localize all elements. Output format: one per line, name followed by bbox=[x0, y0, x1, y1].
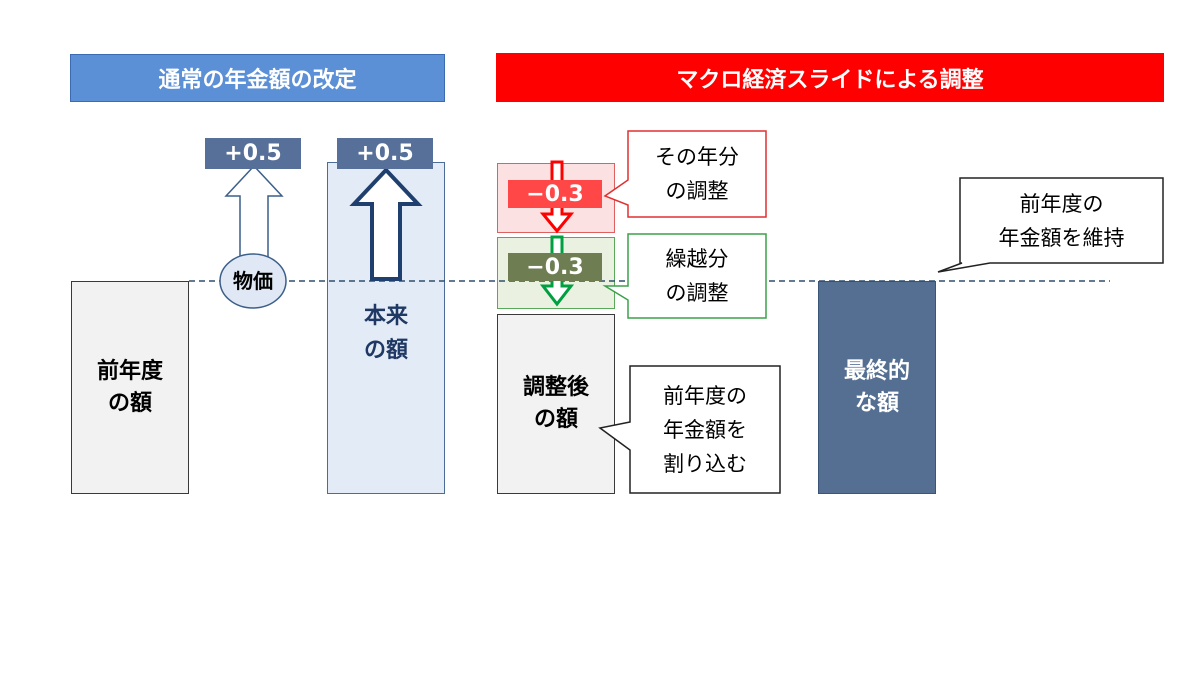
carryover-callout-line-1: 繰越分 bbox=[665, 247, 729, 271]
current-year-callout-line-2: の調整 bbox=[665, 179, 729, 203]
final-label-1: 最終的 bbox=[843, 358, 910, 384]
below-prev-callout-shape bbox=[598, 365, 781, 494]
below-prev-callout-line-1: 前年度の bbox=[663, 384, 747, 408]
original-label-1: 本来 bbox=[363, 304, 408, 329]
price-up-arrow-icon bbox=[224, 164, 284, 263]
price-ellipse bbox=[219, 253, 287, 309]
carryover-callout-line-2: の調整 bbox=[665, 281, 729, 305]
below-prev-callout-text: 前年度の 年金額を 割り込む bbox=[630, 370, 780, 490]
current-year-minus-badge: −0.3 bbox=[508, 180, 602, 208]
header-normal-revision: 通常の年金額の改定 bbox=[70, 54, 445, 102]
current-year-callout-text: その年分 の調整 bbox=[628, 135, 766, 213]
prev-year-label-2: の額 bbox=[107, 390, 152, 416]
adjusted-label-1: 調整後 bbox=[522, 375, 589, 400]
original-plus-badge: +0.5 bbox=[337, 138, 433, 169]
carryover-callout-shape bbox=[602, 233, 767, 319]
price-label: 物価 bbox=[233, 269, 273, 293]
price-plus-badge: +0.5 bbox=[205, 138, 301, 169]
current-year-callout-shape bbox=[603, 130, 767, 218]
below-prev-callout-line-2: 年金額を bbox=[663, 418, 747, 442]
original-amount-label: 本来 の額 bbox=[327, 300, 445, 368]
maintain-callout-line-1: 前年度の bbox=[1019, 192, 1104, 216]
carryover-callout-text: 繰越分 の調整 bbox=[628, 238, 766, 314]
prev-year-label-1: 前年度 bbox=[96, 358, 163, 384]
maintain-callout-line-2: 年金額を維持 bbox=[998, 226, 1125, 250]
prev-year-amount-bar: 前年度 の額 bbox=[71, 281, 189, 494]
current-year-callout-line-1: その年分 bbox=[655, 145, 739, 169]
below-prev-callout-line-3: 割り込む bbox=[663, 452, 747, 476]
carryover-minus-badge: −0.3 bbox=[508, 253, 602, 281]
header-macro-slide: マクロ経済スライドによる調整 bbox=[496, 53, 1164, 102]
maintain-callout-shape bbox=[937, 177, 1164, 273]
original-label-2: の額 bbox=[363, 338, 408, 363]
original-up-arrow-icon bbox=[349, 167, 423, 281]
final-amount-bar: 最終的 な額 bbox=[818, 281, 936, 494]
final-label-2: な額 bbox=[854, 390, 899, 416]
adjusted-label-2: の額 bbox=[533, 407, 578, 432]
maintain-callout-text: 前年度の 年金額を維持 bbox=[960, 182, 1163, 260]
adjusted-amount-bar: 調整後 の額 bbox=[497, 314, 615, 494]
